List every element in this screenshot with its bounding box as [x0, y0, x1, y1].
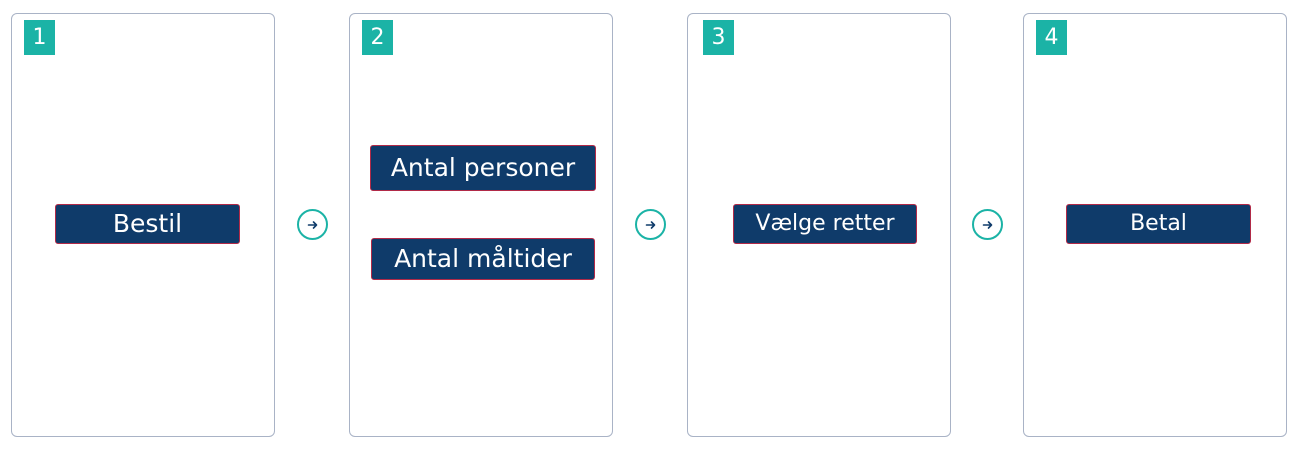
bestil-button[interactable]: Bestil [55, 204, 240, 244]
step-card-2: 2 Antal personer Antal måltider [349, 13, 613, 437]
step-card-3: 3 Vælge retter [687, 13, 951, 437]
vaelge-retter-button[interactable]: Vælge retter [733, 204, 917, 244]
step-number-badge: 2 [362, 20, 393, 55]
step-number-badge: 3 [703, 20, 734, 55]
step-number-badge: 1 [24, 20, 55, 55]
arrow-right-icon[interactable] [972, 209, 1003, 240]
step-card-4: 4 Betal [1023, 13, 1287, 437]
arrow-right-icon[interactable] [635, 209, 666, 240]
step-number-badge: 4 [1036, 20, 1067, 55]
betal-button[interactable]: Betal [1066, 204, 1251, 244]
step-card-1: 1 Bestil [11, 13, 275, 437]
arrow-right-icon[interactable] [297, 209, 328, 240]
antal-maltider-button[interactable]: Antal måltider [371, 238, 595, 280]
antal-personer-button[interactable]: Antal personer [370, 145, 596, 191]
